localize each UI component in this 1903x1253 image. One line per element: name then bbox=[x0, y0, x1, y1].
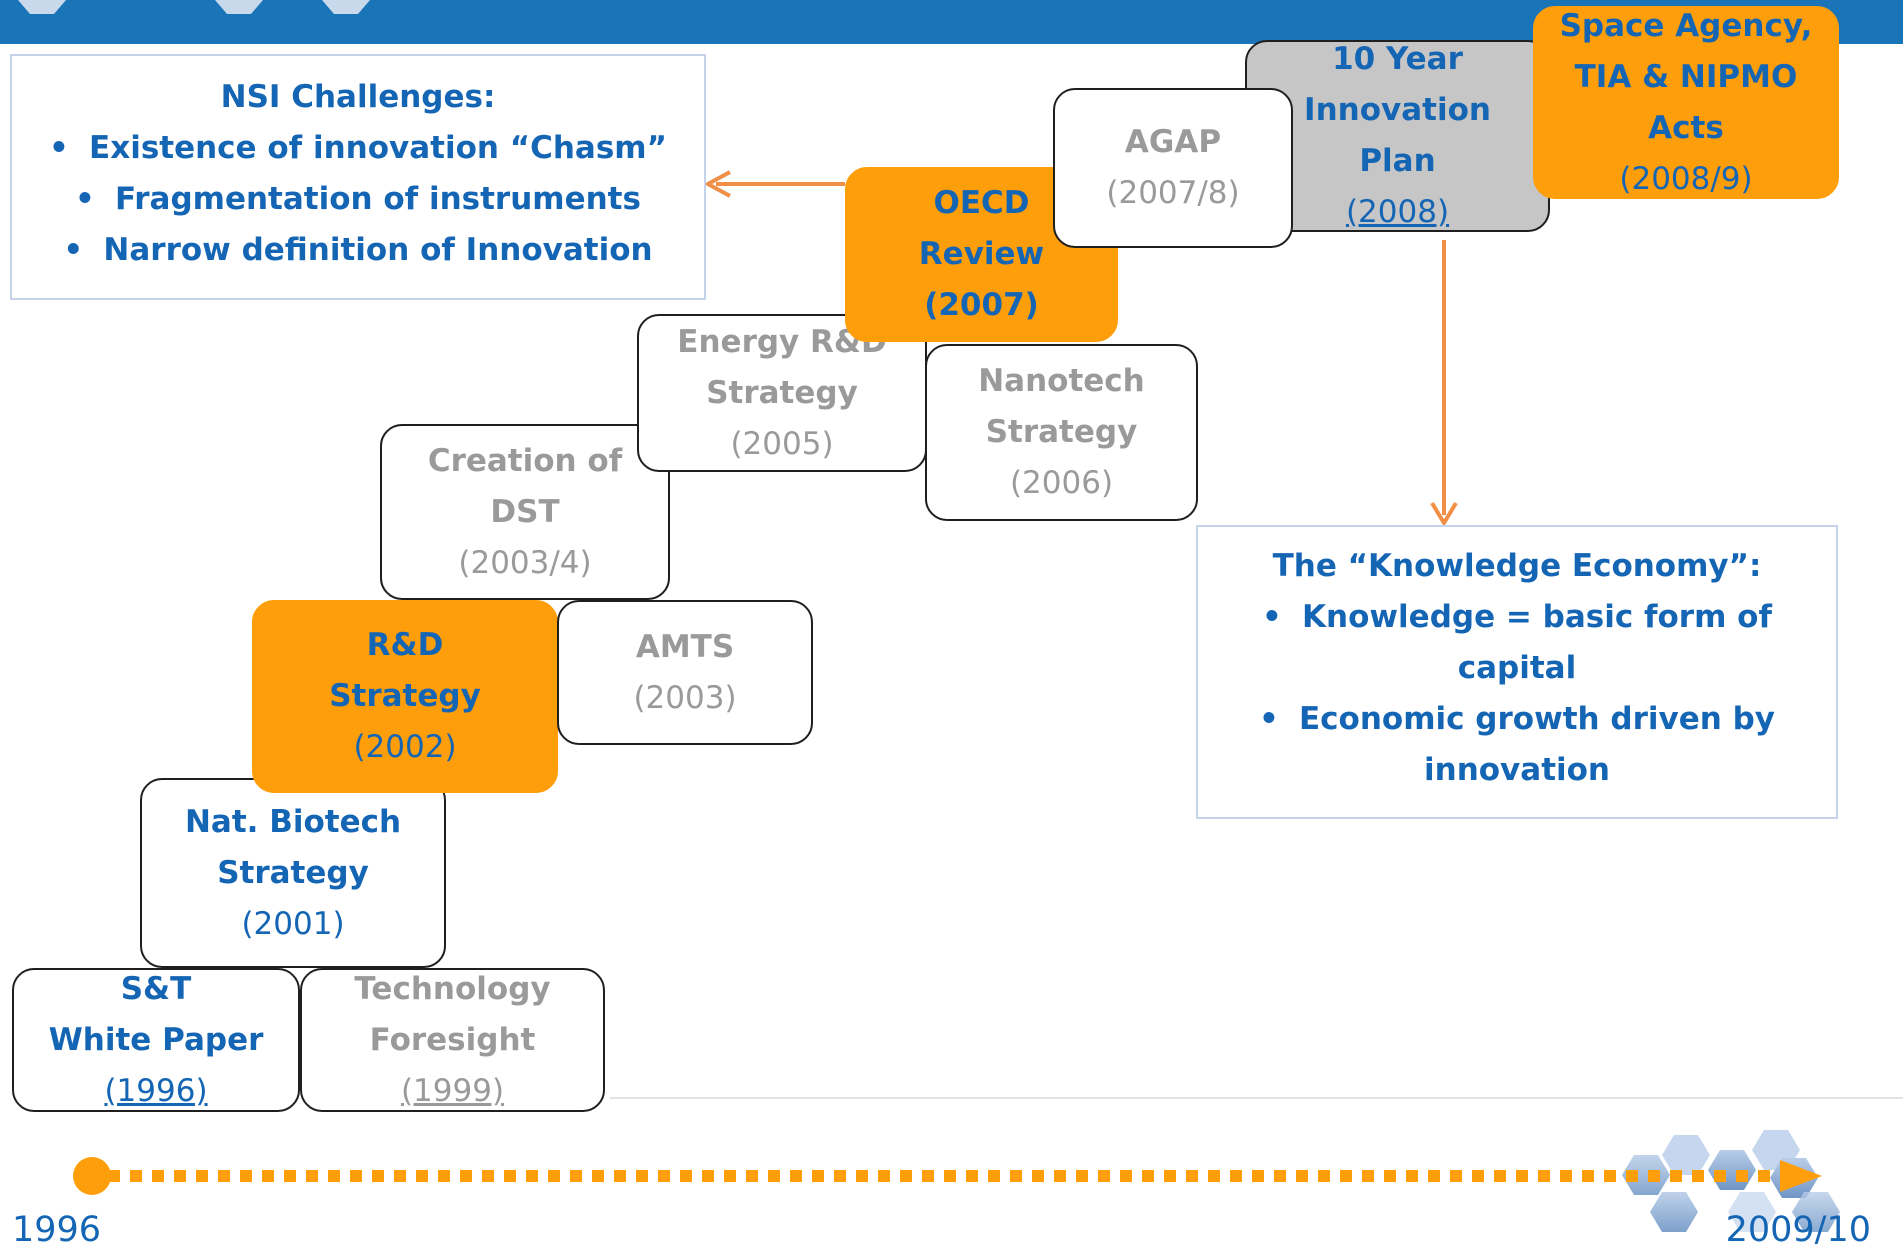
milestone-title: R&D Strategy bbox=[329, 627, 481, 714]
milestone-title: AGAP bbox=[1124, 124, 1222, 160]
milestone-title: Technology Foresight bbox=[354, 970, 551, 1058]
connector-arrow-to-knowledge-panel bbox=[1430, 240, 1458, 527]
list-item: •Economic growth driven by innovation bbox=[1258, 701, 1775, 788]
milestone-year: (2005) bbox=[730, 425, 834, 462]
milestone-title: 10 Year Innovation Plan bbox=[1304, 41, 1491, 179]
timeline-start-dot bbox=[73, 1157, 111, 1195]
milestone-year: (2007/8) bbox=[1106, 175, 1240, 211]
hexagon-decoration bbox=[18, 0, 66, 14]
milestone-year: (1999) bbox=[400, 1072, 505, 1109]
milestone-year: (2006) bbox=[1009, 465, 1114, 501]
list-item: •Narrow definition of Innovation bbox=[63, 232, 653, 268]
milestone-year: (2002) bbox=[353, 729, 457, 765]
milestone-year: (2003) bbox=[633, 679, 737, 716]
timeline-end-label: 2009/10 bbox=[1725, 1210, 1871, 1250]
timeline-arrow bbox=[73, 1157, 1822, 1195]
milestone-title: OECD Review (2007) bbox=[918, 185, 1045, 323]
milestone-title: Space Agency, TIA & NIPMO Acts bbox=[1559, 7, 1813, 146]
milestone-nat-biotech-strategy: Nat. Biotech Strategy (2001) bbox=[140, 778, 446, 968]
timeline-arrowhead bbox=[1780, 1160, 1822, 1192]
list-item: •Knowledge = basic form of capital bbox=[1262, 599, 1772, 686]
milestone-agap: AGAP (2007/8) bbox=[1053, 88, 1293, 248]
milestone-amts: AMTS (2003) bbox=[557, 600, 813, 745]
milestone-space-agency-acts: Space Agency, TIA & NIPMO Acts (2008/9) bbox=[1533, 6, 1839, 199]
milestone-year: (2008) bbox=[1345, 194, 1450, 230]
list-item: •Fragmentation of instruments bbox=[75, 181, 641, 217]
milestone-nanotech-strategy: Nanotech Strategy (2006) bbox=[925, 344, 1198, 521]
panel-title: The “Knowledge Economy”: bbox=[1272, 548, 1762, 584]
milestone-year: (2003/4) bbox=[458, 544, 592, 581]
milestone-technology-foresight: Technology Foresight (1999) bbox=[300, 968, 605, 1112]
hexagon-decoration bbox=[215, 0, 263, 14]
connector-arrow-to-nsi-panel bbox=[703, 170, 845, 198]
milestone-year: (2001) bbox=[241, 905, 345, 942]
milestone-title: AMTS bbox=[635, 628, 735, 665]
milestone-year: (2008/9) bbox=[1619, 160, 1753, 197]
milestone-10-year-innovation-plan: 10 Year Innovation Plan (2008) bbox=[1245, 40, 1550, 232]
milestone-rd-strategy: R&D Strategy (2002) bbox=[252, 600, 558, 793]
knowledge-economy-panel: The “Knowledge Economy”: •Knowledge = ba… bbox=[1196, 525, 1838, 819]
milestone-title: S&T White Paper bbox=[48, 970, 264, 1058]
timeline-start-label: 1996 bbox=[12, 1210, 102, 1250]
milestone-title: Energy R&D Strategy bbox=[677, 323, 887, 411]
milestone-title: Creation of DST bbox=[427, 442, 623, 530]
hexagon-decoration bbox=[322, 0, 370, 14]
milestone-title: Nat. Biotech Strategy bbox=[184, 803, 402, 891]
milestone-title: Nanotech Strategy bbox=[978, 363, 1145, 450]
milestone-creation-of-dst: Creation of DST (2003/4) bbox=[380, 424, 670, 600]
nsi-challenges-panel: NSI Challenges: •Existence of innovation… bbox=[10, 54, 706, 300]
list-item: •Existence of innovation “Chasm” bbox=[49, 130, 667, 166]
milestone-energy-rd-strategy: Energy R&D Strategy (2005) bbox=[637, 314, 927, 472]
milestone-year: (1996) bbox=[104, 1072, 208, 1109]
milestone-st-white-paper: S&T White Paper (1996) bbox=[12, 968, 300, 1112]
panel-title: NSI Challenges: bbox=[220, 79, 496, 115]
